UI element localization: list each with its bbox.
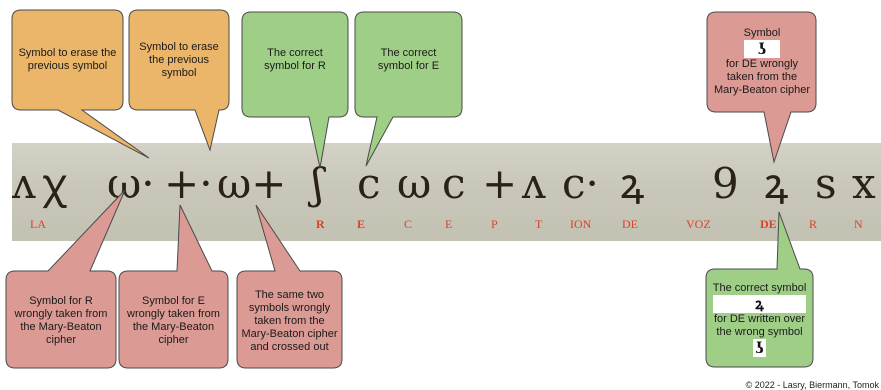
callout-wrong-e-text: Symbol for E wrongly taken from the Mary… <box>127 295 220 346</box>
manuscript-glyph: c <box>357 159 381 208</box>
manuscript-glyph: 9 <box>712 159 739 208</box>
plaintext-letter: LA <box>30 217 46 231</box>
manuscript-glyph-crossed: ω+ <box>217 159 287 208</box>
callout-correct-de-pre: The correct symbol <box>712 281 807 294</box>
callout-wrong-de-line1: Symbol ʖ <box>743 27 781 58</box>
callout-correct-e-text: The correct symbol for E <box>377 47 440 72</box>
callout-crossed-out-text: The same two symbols wrongly taken from … <box>241 288 338 353</box>
cipher-symbol-de-wrong-2: ʖ <box>753 338 766 357</box>
callout-wrong-e: Symbol for E wrongly taken from the Mary… <box>123 280 224 362</box>
manuscript-glyph: c· <box>562 159 599 208</box>
callout-correct-e: The correct symbol for E <box>363 20 454 100</box>
manuscript-glyph: +· <box>164 159 213 208</box>
callout-correct-r-text: The correct symbol for R <box>264 47 326 72</box>
manuscript-glyph: ꝝ <box>620 159 645 208</box>
plaintext-letter: C <box>404 217 413 231</box>
manuscript-glyph: ʌ <box>12 159 36 208</box>
plaintext-letter: E <box>357 217 366 231</box>
manuscript-glyph: + <box>482 159 518 208</box>
manuscript-glyph-row: ʌ ꭓ ω· +· ω+ ʃ c ω c + ʌ c· ꝝ 9 ꝝ s x LA… <box>12 143 881 241</box>
manuscript-glyph: ω <box>397 159 432 208</box>
plaintext-letter: DE <box>760 217 777 231</box>
manuscript-glyph: ꝝ <box>764 159 789 208</box>
callout-wrong-r-shape <box>5 189 126 369</box>
callout-erase-1-shape <box>11 9 150 159</box>
callout-erase-1: Symbol to erase the previous symbol <box>14 20 121 100</box>
callout-wrong-e-shape <box>118 204 229 369</box>
plaintext-letter: VOZ <box>686 217 711 231</box>
callout-wrong-de: Symbol ʖ for DE wrongly taken from the M… <box>712 16 812 108</box>
callout-crossed-out: The same two symbols wrongly taken from … <box>241 278 338 364</box>
callout-wrong-r: Symbol for R wrongly taken from the Mary… <box>10 280 112 362</box>
plaintext-letter: R <box>809 217 818 231</box>
plaintext-letter: E <box>445 217 453 231</box>
callout-correct-e-shape <box>354 11 463 167</box>
manuscript-glyph: ꭓ <box>42 159 66 208</box>
callout-erase-2-text: Symbol to erase the previous symbol <box>139 40 219 79</box>
plaintext-letter: T <box>535 217 543 231</box>
manuscript-glyph: ʃ <box>312 159 324 208</box>
manuscript-glyph: c <box>442 159 466 208</box>
plaintext-letter: DE <box>622 217 638 231</box>
callout-erase-1-text: Symbol to erase the previous symbol <box>18 47 117 72</box>
manuscript-glyph: s <box>815 159 837 208</box>
manuscript-glyph: ω· <box>107 159 155 208</box>
callout-erase-2: Symbol to erase the previous symbol <box>131 20 227 100</box>
plaintext-letter: ION <box>570 217 592 231</box>
callout-erase-2-shape <box>128 9 230 152</box>
manuscript-glyph: ʌ <box>522 159 546 208</box>
callout-correct-de-line1: The correct symbol ꝝ <box>712 281 807 313</box>
cipher-symbol-de-wrong: ʖ <box>743 40 781 58</box>
callout-crossed-out-shape <box>236 204 343 369</box>
cipher-symbol-de-correct: ꝝ <box>712 294 807 313</box>
callout-wrong-r-text: Symbol for R wrongly taken from the Mary… <box>14 295 108 346</box>
callout-correct-de: The correct symbol ꝝ for DE written over… <box>710 274 809 364</box>
plaintext-letter: R <box>316 217 325 231</box>
callout-correct-de-text: for DE written over the wrong symbol <box>713 312 806 338</box>
callout-wrong-de-text: for DE wrongly taken from the Mary-Beato… <box>714 58 810 96</box>
copyright-notice: © 2022 - Lasry, Biermann, Tomok <box>745 380 879 390</box>
callout-wrong-de-pre: Symbol <box>743 27 781 39</box>
callout-correct-de-shape <box>705 211 814 368</box>
callout-correct-r-shape <box>241 11 349 169</box>
manuscript-strip <box>12 143 881 241</box>
plaintext-letter: N <box>854 217 863 231</box>
callout-wrong-de-shape <box>706 11 817 164</box>
callout-correct-r: The correct symbol for R <box>250 20 340 100</box>
manuscript-glyph: x <box>852 159 876 208</box>
plaintext-letter: P <box>491 217 498 231</box>
